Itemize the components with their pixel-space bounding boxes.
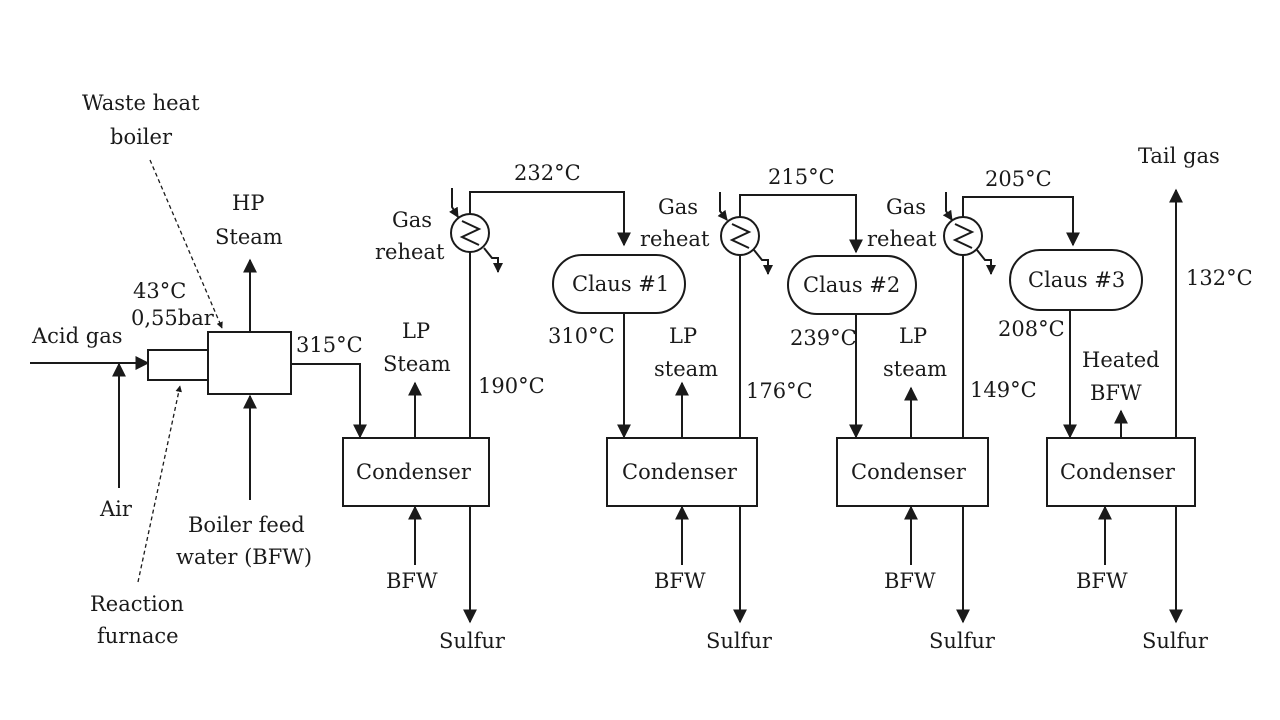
lp-steam-label-2b: steam [654, 357, 718, 381]
waste-heat-boiler-label-1: Waste heat [82, 91, 200, 115]
lp-steam-label-3a: LP [899, 324, 927, 348]
condenser-4 [1046, 437, 1196, 507]
boiler-outlet-temperature: 315°C [296, 333, 363, 357]
reaction-furnace-pointer [137, 385, 182, 583]
sulfur-label-3: Sulfur [929, 629, 996, 653]
bfw-label-3: BFW [884, 569, 936, 593]
bfw-label-1: BFW [386, 569, 438, 593]
lp-steam-label-1b: Steam [383, 352, 451, 376]
stage-2 [606, 192, 917, 624]
stage-3 [836, 192, 1143, 624]
reheater-3-heating-in [942, 192, 953, 221]
reheater-2-coil [729, 223, 752, 249]
reheater-1-coil [459, 220, 482, 246]
claus-2-temperature: 239°C [790, 326, 857, 350]
claus-reactor-3 [1009, 249, 1143, 311]
boiler-feed-label-1: Boiler feed [188, 513, 305, 537]
acid-gas-label: Acid gas [31, 324, 123, 348]
reheater-3-coil [952, 223, 975, 249]
claus-2-label: Claus #2 [803, 273, 900, 297]
air-label: Air [99, 497, 133, 521]
heated-bfw-label-2: BFW [1090, 381, 1142, 405]
reheater-3-to-claus-3 [962, 196, 1080, 247]
gas-reheat-label-1b: reheat [375, 240, 445, 264]
boiler-feed-label-2: water (BFW) [176, 545, 312, 569]
stage-4 [1046, 188, 1196, 624]
reheater-1-heating-out [483, 247, 503, 273]
inlet-temperature-label: 43°C [133, 279, 186, 303]
gas-reheat-label-2b: reheat [640, 227, 710, 251]
hp-steam-label-2: Steam [215, 225, 283, 249]
bfw-label-2: BFW [654, 569, 706, 593]
sulfur-label-4: Sulfur [1142, 629, 1209, 653]
condenser-4-label: Condenser [1060, 460, 1176, 484]
heated-bfw-label-1: Heated [1082, 348, 1160, 372]
claus-3-temperature: 208°C [998, 317, 1065, 341]
waste-heat-boiler-label-2: boiler [110, 125, 173, 149]
reheat-3-temperature: 205°C [985, 167, 1052, 191]
stage-1 [342, 188, 686, 624]
reaction-furnace-label-2: furnace [97, 624, 179, 648]
lp-steam-label-1a: LP [402, 319, 430, 343]
gas-reheat-label-1a: Gas [392, 208, 432, 232]
gas-reheat-label-3b: reheat [867, 227, 937, 251]
claus-reactor-1 [552, 254, 686, 314]
reheater-2-heating-in [717, 192, 728, 221]
claus-3-label: Claus #3 [1028, 268, 1125, 292]
sulfur-label-2: Sulfur [706, 629, 773, 653]
reheat-1-temperature: 232°C [514, 161, 581, 185]
gas-reheat-label-2a: Gas [658, 195, 698, 219]
bfw-label-4: BFW [1076, 569, 1128, 593]
inlet-pressure-label: 0,55bar [131, 306, 215, 330]
reaction-furnace [147, 349, 209, 381]
boiler-outlet-line [291, 363, 367, 439]
reaction-furnace-label-1: Reaction [90, 592, 184, 616]
condenser-1-outlet-temperature: 190°C [478, 374, 545, 398]
reheater-3-heating-out [976, 249, 996, 275]
condenser-1-label: Condenser [356, 460, 472, 484]
condenser-2-label: Condenser [622, 460, 738, 484]
tail-gas-label: Tail gas [1138, 144, 1220, 168]
condenser-2-outlet-temperature: 176°C [746, 379, 813, 403]
sulfur-label-1: Sulfur [439, 629, 506, 653]
condenser-1 [342, 437, 490, 507]
lp-steam-label-3b: steam [883, 357, 947, 381]
waste-heat-boiler [207, 331, 292, 395]
claus-1-temperature: 310°C [548, 324, 615, 348]
reheater-2-to-claus-2 [739, 194, 863, 254]
front-end-section [30, 159, 367, 583]
gas-reheat-label-3a: Gas [886, 195, 926, 219]
condenser-3-outlet-temperature: 149°C [970, 378, 1037, 402]
waste-heat-pointer [149, 159, 223, 329]
claus-reactor-2 [787, 255, 917, 315]
tail-gas-temperature: 132°C [1186, 266, 1253, 290]
condenser-3-label: Condenser [851, 460, 967, 484]
reheater-1-heating-in [449, 188, 459, 218]
labels: Acid gas Air 43°C 0,55bar Waste heat boi… [31, 91, 1253, 653]
hp-steam-label-1: HP [232, 191, 264, 215]
lp-steam-label-2a: LP [669, 324, 697, 348]
claus-1-label: Claus #1 [572, 272, 669, 296]
reheat-2-temperature: 215°C [768, 165, 835, 189]
reheater-1-to-claus-1 [469, 191, 631, 247]
reheater-2-heating-out [753, 249, 773, 275]
